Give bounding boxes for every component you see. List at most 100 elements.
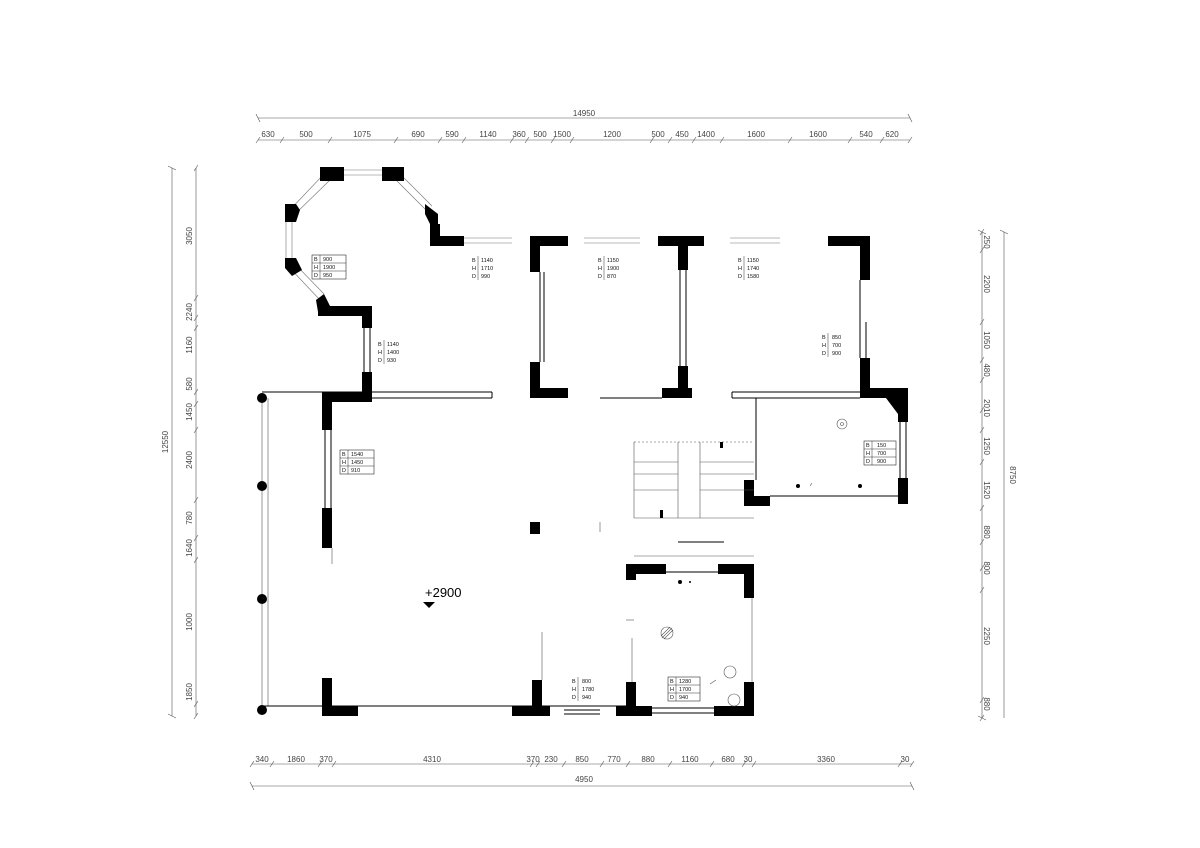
dimension-label: 590 <box>445 130 459 139</box>
dimension-label: 630 <box>261 130 275 139</box>
tag-key: D <box>314 273 318 279</box>
dimension-tick <box>879 136 885 144</box>
tag-value: 900 <box>877 459 886 465</box>
tag-value: 800 <box>582 679 591 685</box>
tag-value: 1780 <box>582 687 594 693</box>
window-tag: B 800 H 1780 D 940 <box>570 677 602 701</box>
tag-key: D <box>378 358 382 364</box>
dimension-label: 1600 <box>809 130 827 139</box>
tag-key: H <box>822 343 826 349</box>
dimension-tick <box>847 136 853 144</box>
dimension-tick <box>979 318 985 326</box>
tag-key: D <box>572 695 576 701</box>
dimension-label: 370 <box>526 755 540 764</box>
dimension-tick <box>979 458 985 466</box>
tag-value: 1450 <box>351 460 363 466</box>
tag-value: 950 <box>323 273 332 279</box>
tag-key: H <box>342 460 346 466</box>
tag-key: B <box>342 452 346 458</box>
left-dimension-labels: 3050 2240 1160 580 1450 2400 780 1640 10… <box>185 227 194 701</box>
dimension-tick <box>979 246 985 254</box>
dimension-label: 370 <box>319 755 333 764</box>
dimension-tick <box>907 136 913 144</box>
dimension-label: 1200 <box>603 130 621 139</box>
dimension-tick <box>393 136 399 144</box>
dimension-label: 500 <box>651 130 665 139</box>
dimension-label: 480 <box>982 363 991 377</box>
tag-value: 1740 <box>747 266 759 272</box>
dimension-tick <box>709 760 715 768</box>
tag-key: B <box>314 257 318 263</box>
dimension-tick <box>741 760 747 768</box>
dimension-tick <box>667 760 673 768</box>
dimension-label: 360 <box>512 130 526 139</box>
dimension-label: 1075 <box>353 130 371 139</box>
tag-value: 1140 <box>481 258 493 264</box>
top-dimension-labels: 630 500 1075 690 590 1140 360 500 1500 1… <box>261 130 899 139</box>
window-tag: B 850 H 700 D 900 <box>820 333 852 357</box>
level-triangle-icon <box>423 602 435 608</box>
tag-value: 1280 <box>679 679 691 685</box>
dimension-label: 1250 <box>982 437 991 455</box>
tag-value: 910 <box>351 468 360 474</box>
bottom-dimension-chain: 4950 340 1860 370 4310 370 230 850 770 8… <box>249 755 915 791</box>
dimension-tick <box>979 426 985 434</box>
dimension-label: 1640 <box>185 539 194 557</box>
window-tag: B 150 H 700 D 900 <box>863 440 897 466</box>
tag-value: 900 <box>323 257 332 263</box>
dimension-label: 780 <box>185 511 194 525</box>
dimension-tick <box>979 586 985 594</box>
dimension-label: 1520 <box>982 481 991 499</box>
dimension-label: 3360 <box>817 755 835 764</box>
dimension-tick <box>979 696 985 704</box>
dimension-label: 4310 <box>423 755 441 764</box>
dimension-tick <box>193 496 199 504</box>
tag-value: 1150 <box>607 258 619 264</box>
tag-value: 940 <box>582 695 591 701</box>
tag-value: 930 <box>387 358 396 364</box>
right-dimension-labels: 250 2200 1050 480 2010 1250 1520 880 800… <box>982 235 991 711</box>
dimension-label: 580 <box>185 377 194 391</box>
dimension-tick <box>509 136 515 144</box>
dimension-label: 340 <box>255 755 269 764</box>
tag-value: 900 <box>832 351 841 357</box>
tag-key: H <box>314 265 318 271</box>
dimension-label: 3050 <box>185 227 194 245</box>
dimension-tick <box>599 760 605 768</box>
right-dimension-chain: 8750 250 2200 1050 480 2010 1250 1520 88… <box>977 228 1017 722</box>
dimension-tick <box>524 136 530 144</box>
dimension-tick <box>979 376 985 384</box>
right-room <box>744 388 908 506</box>
tag-key: B <box>572 679 576 685</box>
dimension-tick <box>979 228 985 236</box>
dimension-tick <box>625 760 631 768</box>
stair-core <box>633 441 754 557</box>
level-mark-label: +2900 <box>425 585 462 600</box>
tag-key: D <box>670 695 674 701</box>
dimension-tick <box>979 714 985 722</box>
tag-key: D <box>472 274 476 280</box>
dimension-label: 2200 <box>982 275 991 293</box>
dimension-label: 880 <box>982 697 991 711</box>
dimension-label: 30 <box>901 755 910 764</box>
window-tag: B 1540 H 1450 D 910 <box>339 449 375 475</box>
dimension-tick <box>193 700 199 708</box>
tag-value: 870 <box>607 274 616 280</box>
tag-value: 990 <box>481 274 490 280</box>
dimension-tick <box>279 136 285 144</box>
tag-key: H <box>572 687 576 693</box>
tag-value: 1710 <box>481 266 493 272</box>
tag-key: B <box>822 335 826 341</box>
tag-key: H <box>866 451 870 457</box>
tag-value: 1540 <box>351 452 363 458</box>
tag-value: 1140 <box>387 342 399 348</box>
dimension-label: 1850 <box>185 683 194 701</box>
dimension-label: 850 <box>575 755 589 764</box>
dimension-label: 770 <box>607 755 621 764</box>
dimension-tick <box>193 388 199 396</box>
tag-key: B <box>378 342 382 348</box>
dimension-tick <box>437 136 443 144</box>
window-tag: B 900 H 1900 D 950 <box>311 254 347 280</box>
tag-value: 1580 <box>747 274 759 280</box>
dimension-label: 1160 <box>681 755 699 764</box>
